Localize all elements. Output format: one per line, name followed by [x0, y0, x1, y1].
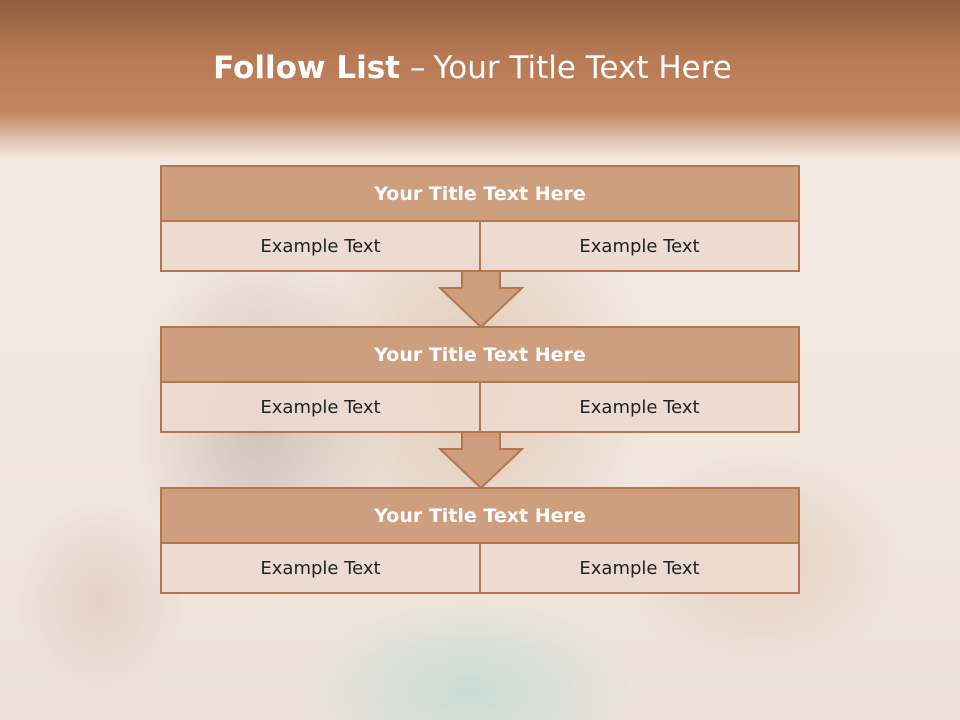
list-block-2: Your Title Text Here Example Text Exampl…	[160, 326, 800, 433]
block-cell-right: Example Text	[480, 383, 800, 433]
title-rest: Your Title Text Here	[433, 50, 732, 86]
block-row: Example Text Example Text	[160, 544, 800, 594]
title-bold: Follow List	[213, 50, 400, 86]
block-cell-right: Example Text	[480, 544, 800, 594]
block-cell-right: Example Text	[480, 222, 800, 272]
list-block-1: Your Title Text Here Example Text Exampl…	[160, 165, 800, 272]
block-cell-left: Example Text	[160, 383, 480, 433]
block-header: Your Title Text Here	[160, 165, 800, 222]
block-cell-left: Example Text	[160, 544, 480, 594]
slide-title: Follow List–Your Title Text Here	[0, 50, 945, 86]
title-separator: –	[409, 50, 426, 86]
block-row: Example Text Example Text	[160, 222, 800, 272]
block-cell-left: Example Text	[160, 222, 480, 272]
block-header: Your Title Text Here	[160, 326, 800, 383]
block-row: Example Text Example Text	[160, 383, 800, 433]
down-arrow-icon	[438, 431, 524, 489]
title-bar	[0, 0, 960, 160]
list-block-3: Your Title Text Here Example Text Exampl…	[160, 487, 800, 594]
down-arrow-icon	[438, 270, 524, 328]
block-header: Your Title Text Here	[160, 487, 800, 544]
